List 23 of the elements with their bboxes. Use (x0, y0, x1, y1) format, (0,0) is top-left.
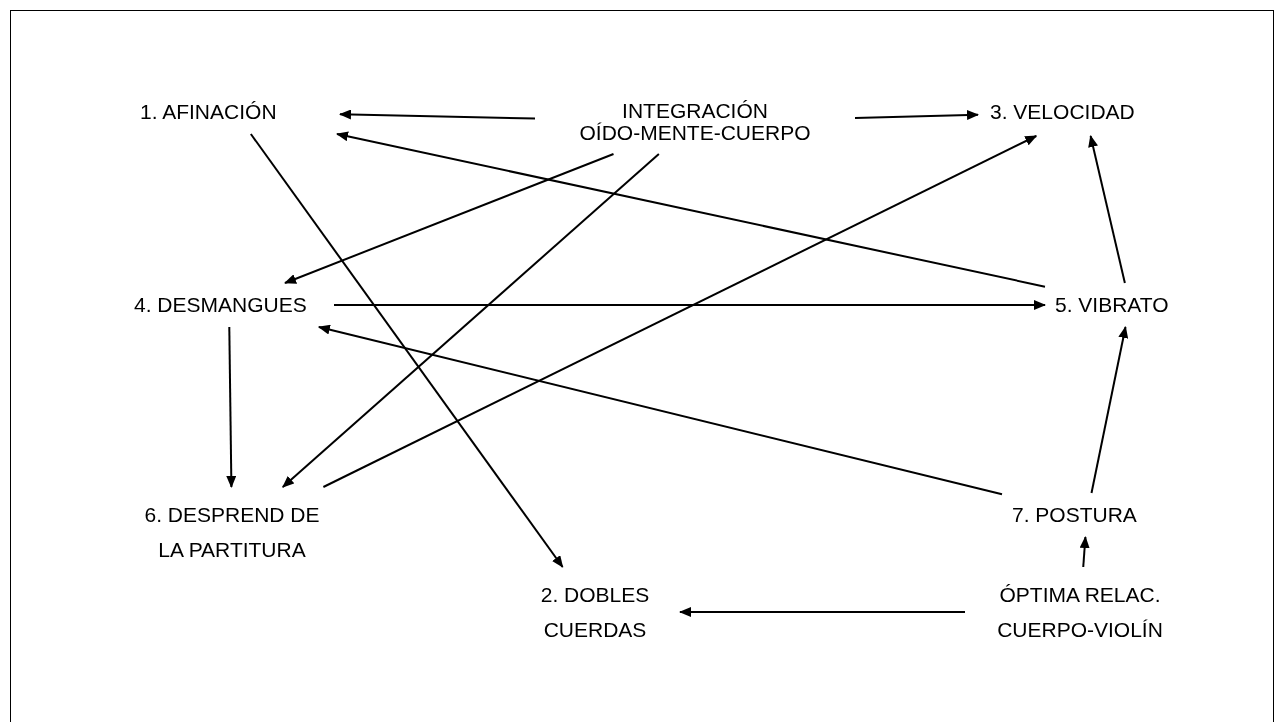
arrow (226, 326, 237, 488)
arrow (317, 324, 1003, 496)
arrow (1088, 135, 1126, 284)
node-label: 2. DOBLES CUERDAS (520, 577, 670, 647)
arrow (249, 133, 564, 568)
node-label: 1. AFINACIÓN (140, 100, 330, 124)
arrow (854, 110, 979, 120)
arrow (336, 131, 1046, 288)
arrow (281, 153, 660, 488)
node-label: INTEGRACIÓN OÍDO-MENTE-CUERPO (545, 100, 845, 144)
node-label: 6. DESPREND DE LA PARTITURA (137, 497, 327, 567)
arrow (1079, 536, 1090, 568)
node-label: 7. POSTURA (1012, 503, 1162, 527)
node-label: 4. DESMANGUES (134, 293, 324, 317)
arrow (339, 109, 536, 120)
arrow (333, 300, 1046, 310)
node-label: 5. VIBRATO (1055, 293, 1205, 317)
arrow (679, 607, 966, 617)
arrow (1090, 326, 1129, 494)
node-label: ÓPTIMA RELAC. CUERPO-VIOLÍN (975, 577, 1185, 647)
arrow (284, 153, 615, 284)
arrow (322, 135, 1038, 488)
node-label: 3. VELOCIDAD (990, 100, 1180, 124)
